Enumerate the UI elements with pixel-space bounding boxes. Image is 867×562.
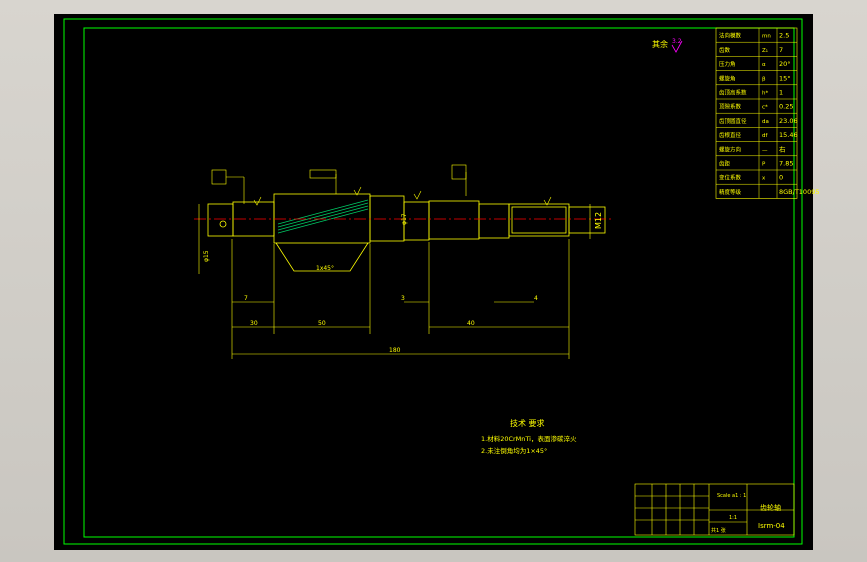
tech-req-title: 技术 要求 (510, 418, 545, 428)
roughness-marks (253, 186, 552, 206)
dim-dia-mid: φ17 (401, 213, 408, 225)
roughness-symbol-icon (671, 40, 683, 53)
param-value: 右 (779, 144, 786, 153)
param-value: 7.85 (779, 159, 793, 167)
param-value: 0.25 (779, 103, 793, 111)
param-symbol: — (762, 147, 768, 153)
dim-d3: 4 (534, 295, 538, 302)
param-name: 顶隙系数 (719, 103, 742, 111)
roughness-mark-icon (413, 190, 422, 200)
roughness-note: 其余 3.2 (652, 38, 683, 53)
title-drawing-no: Isrm-04 (758, 522, 785, 530)
dim-chamfer: 1x45° (316, 265, 334, 272)
title-scale-label: Scale a1 : 1 (717, 493, 746, 499)
param-symbol: c* (762, 105, 768, 111)
outer-frame (63, 18, 803, 545)
param-name: 法向模数 (719, 32, 742, 40)
param-symbol: Z₁ (762, 48, 768, 54)
param-name: 螺旋方向 (719, 145, 741, 153)
dim-right-len: 40 (467, 320, 475, 327)
param-name: 齿数 (719, 46, 731, 54)
param-name: 齿顶圆直径 (719, 117, 747, 125)
tech-req-item-2: 2.未注倒角均为1×45° (481, 446, 547, 455)
param-symbol: α (762, 62, 766, 68)
dim-mid-len: 50 (318, 320, 326, 327)
title-block (634, 483, 795, 536)
dim-d2: 3 (401, 295, 405, 302)
helical-teeth-hatch (277, 199, 369, 234)
param-symbol: β (762, 76, 766, 82)
param-value: 0 (779, 174, 783, 182)
param-symbol: h* (762, 90, 768, 96)
roughness-mark-icon (353, 186, 362, 196)
dim-dia-left: φ15 (203, 250, 210, 262)
param-value: 8GB/T10095 (779, 188, 819, 196)
param-name: 齿根直径 (719, 131, 742, 139)
shaft-drawing: 法向模数 mn 2.5 齿数 Z₁ 7 压力角 α 20° 螺旋角 β 15° 齿顶高系数 h* 1 顶隙系数… (63, 18, 819, 545)
roughness-note-value: 3.2 (672, 38, 682, 45)
param-symbol: P (762, 161, 766, 167)
param-name: 齿顶高系数 (719, 88, 747, 96)
param-name: 螺旋角 (719, 74, 736, 82)
param-value: 23.06 (779, 117, 798, 125)
param-name: 压力角 (719, 60, 736, 68)
dim-overall: 180 (389, 347, 401, 354)
param-value: 7 (779, 46, 783, 54)
shaft-geometry (207, 193, 606, 272)
dimension-lines (198, 164, 591, 359)
roughness-mark-icon (253, 196, 262, 206)
drawing-sheet[interactable]: 法向模数 mn 2.5 齿数 Z₁ 7 压力角 α 20° 螺旋角 β 15° 齿顶高系数 h* 1 顶隙系数… (54, 14, 819, 550)
dim-thread: M12 (594, 212, 603, 229)
title-scale: 1:1 (729, 515, 737, 521)
param-symbol: x (762, 176, 766, 182)
param-symbol: da (762, 119, 769, 125)
dim-left-len: 30 (250, 320, 258, 327)
param-symbol: df (762, 133, 768, 139)
roughness-note-label: 其余 (652, 39, 668, 49)
title-part-name: 齿轮轴 (760, 503, 781, 512)
inner-frame (83, 27, 795, 538)
param-value: 1 (779, 88, 783, 96)
param-value: 15° (779, 74, 791, 82)
title-sheet: 共1 张 (711, 527, 726, 534)
tech-req-item-1: 1.材料20CrMnTi，表面渗碳淬火 (481, 434, 577, 443)
param-name: 齿距 (719, 160, 731, 167)
dim-d1: 7 (244, 295, 248, 302)
param-value: 15.46 (779, 131, 798, 139)
param-name: 变位系数 (719, 174, 742, 182)
gear-parameter-table: 法向模数 mn 2.5 齿数 Z₁ 7 压力角 α 20° 螺旋角 β 15° 齿顶高系数 h* 1 顶隙系数… (715, 27, 819, 199)
param-value: 2.5 (779, 32, 789, 40)
param-symbol: mn (762, 34, 771, 40)
param-value: 20° (779, 60, 791, 68)
param-name: 精度等级 (719, 188, 742, 196)
roughness-mark-icon (543, 196, 552, 206)
